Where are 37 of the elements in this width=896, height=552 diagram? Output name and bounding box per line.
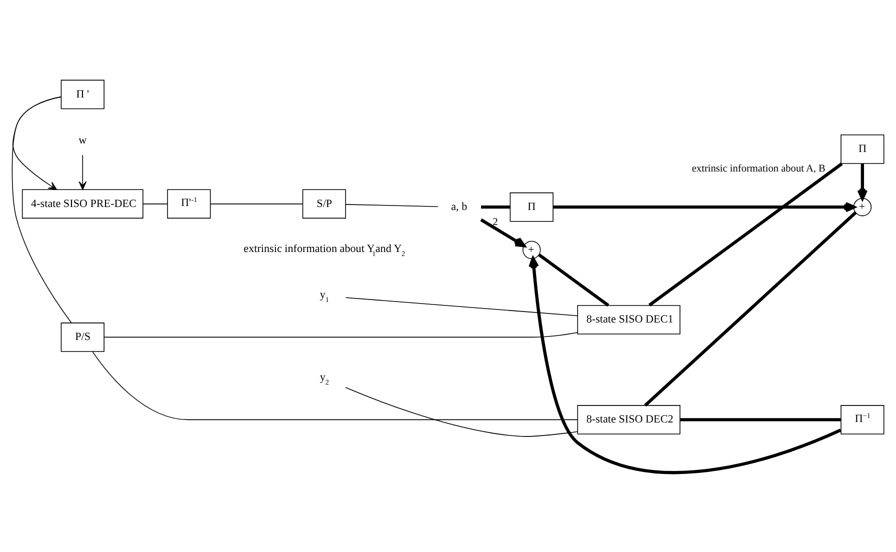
node-box: S/P — [302, 188, 346, 218]
node-box: Π — [840, 134, 884, 164]
arrow — [528, 256, 842, 474]
connector — [644, 211, 857, 406]
arrow — [480, 218, 526, 247]
node-circle: + — [522, 240, 541, 259]
node-box: P/S — [60, 322, 104, 352]
node-text: y$_{1}$ — [320, 288, 329, 304]
node-box: 4-state SISO PRE-DEC — [22, 188, 144, 218]
label: extrinsic information about Y$_{1}$and Y$_{2}$ — [244, 242, 406, 258]
node-box: Π'$^{-1}$ — [167, 188, 211, 218]
node-text: a, b — [451, 200, 468, 213]
connector — [142, 203, 168, 204]
node-box: 8-state SISO DEC1 — [577, 304, 680, 334]
node-circle: + — [853, 197, 872, 216]
edge-label: 2 — [492, 216, 498, 228]
node-box: Π — [510, 192, 554, 222]
connector — [345, 204, 438, 206]
edge-label: extrinsic information about A, B — [692, 163, 826, 174]
arrow — [78, 154, 87, 190]
connector — [345, 296, 578, 316]
node-text: y$_{2}$ — [320, 371, 329, 386]
connector — [92, 350, 578, 420]
connector — [345, 386, 578, 436]
connector — [680, 418, 841, 421]
arrow — [857, 163, 868, 200]
connector — [648, 162, 843, 306]
arrow — [553, 201, 856, 212]
connector — [104, 332, 578, 338]
node-box: 8-state SISO DEC2 — [577, 404, 680, 434]
connector — [481, 205, 510, 208]
connector — [538, 252, 610, 306]
connector — [12, 96, 72, 323]
node-box: Π$^{−1}$ — [840, 404, 884, 434]
connector — [210, 203, 304, 204]
node-text: w — [78, 134, 87, 146]
node-box: Π ' — [60, 79, 104, 109]
